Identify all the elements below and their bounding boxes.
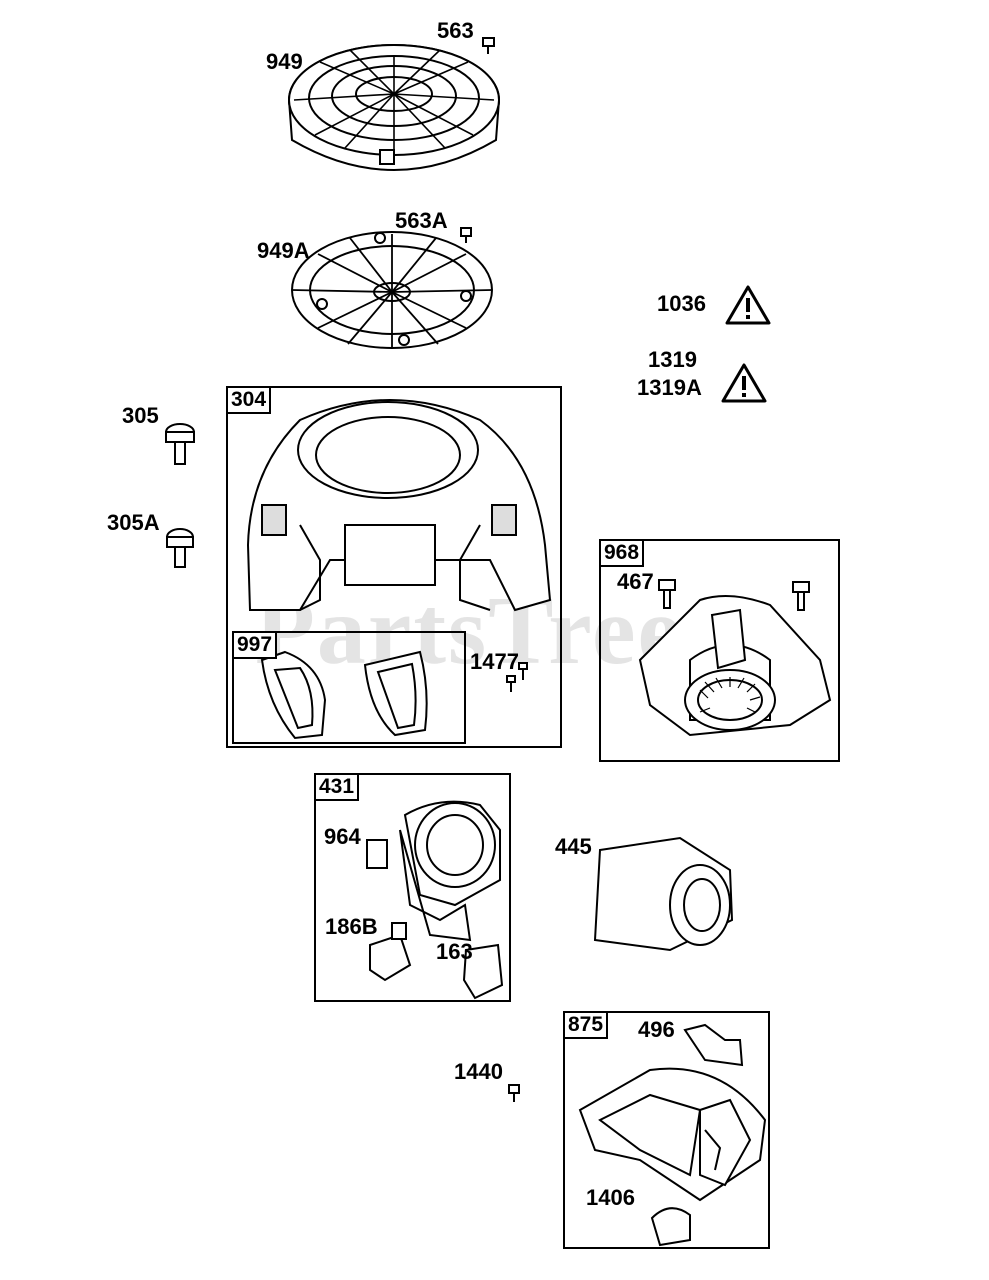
label-1319A: 1319A <box>637 375 702 400</box>
air-cleaner-housing-icon <box>399 800 501 942</box>
air-cleaner-base-icon <box>638 595 832 737</box>
label-1440: 1440 <box>454 1059 503 1084</box>
bolt-305 <box>165 423 195 465</box>
label-305: 305 <box>122 403 159 428</box>
label-186B: 186B <box>325 914 378 939</box>
screen-grille-icon <box>288 44 500 171</box>
label-467: 467 <box>617 569 654 594</box>
label-563A: 563A <box>395 208 448 233</box>
bolt-305A <box>166 528 194 568</box>
box-875-label: 875 <box>563 1011 609 1040</box>
label-1319: 1319 <box>648 347 697 372</box>
label-563: 563 <box>437 18 474 43</box>
label-305A: 305A <box>107 510 160 535</box>
label-1477: 1477 <box>470 649 519 674</box>
fan-guard-icon <box>291 231 493 349</box>
label-1036: 1036 <box>657 291 706 316</box>
box-431: 431 <box>314 773 511 1002</box>
air-filter-icon <box>593 836 734 952</box>
warning-triangle-icon <box>725 285 771 325</box>
baffle-icon <box>260 650 428 740</box>
box-304: 304 <box>226 386 562 748</box>
label-496: 496 <box>638 1017 675 1042</box>
label-949A: 949A <box>257 238 310 263</box>
blower-housing-icon <box>246 399 552 612</box>
box-968-label: 968 <box>599 539 645 568</box>
housing-cover-icon <box>578 1067 767 1202</box>
warning-triangle-icon <box>721 363 767 403</box>
box-431-label: 431 <box>314 773 360 802</box>
label-163: 163 <box>436 939 473 964</box>
box-304-label: 304 <box>226 386 272 415</box>
box-997-label: 997 <box>232 631 278 660</box>
box-968: 968 <box>599 539 840 762</box>
label-1406: 1406 <box>586 1185 635 1210</box>
label-964: 964 <box>324 824 361 849</box>
box-997: 997 <box>232 631 466 744</box>
bolt-icon <box>482 37 495 54</box>
box-875: 875 <box>563 1011 770 1249</box>
label-445: 445 <box>555 834 592 859</box>
label-949: 949 <box>266 49 303 74</box>
